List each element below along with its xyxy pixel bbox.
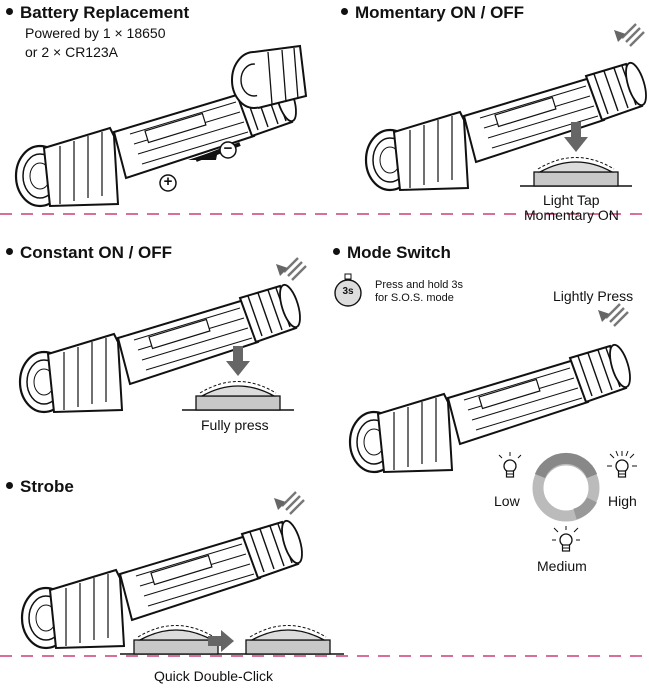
battery-heading: Battery Replacement xyxy=(6,3,189,23)
bulb-high-icon xyxy=(607,450,637,478)
stopwatch-icon xyxy=(334,273,362,307)
constant-heading: Constant ON / OFF xyxy=(6,243,172,263)
battery-line-1: Powered by 1 × 18650 xyxy=(25,25,166,41)
bullet-dot xyxy=(6,8,13,16)
mode-title: Mode Switch xyxy=(347,243,451,262)
battery-line-2: or 2 × CR123A xyxy=(25,44,118,60)
bullet-dot xyxy=(341,8,348,16)
mode-medium-label: Medium xyxy=(537,558,587,574)
bulb-low-icon xyxy=(498,452,522,478)
sos-note-2: for S.O.S. mode xyxy=(375,292,454,304)
bullet-dot xyxy=(6,482,13,490)
mode-heading: Mode Switch xyxy=(333,243,451,263)
right-arrow-icon xyxy=(208,630,234,652)
tail-cap-icon xyxy=(231,44,308,109)
bullet-dot xyxy=(333,248,340,256)
constant-caption: Fully press xyxy=(201,417,269,433)
switch-dome-icon-2 xyxy=(231,624,345,655)
bullet-dot xyxy=(6,248,13,256)
mode-low-label: Low xyxy=(494,493,520,509)
press-arrow-icon xyxy=(272,490,306,516)
plus-terminal-icon xyxy=(159,174,177,192)
lightly-press-label: Lightly Press xyxy=(553,288,634,304)
minus-sign: − xyxy=(223,140,233,157)
battery-title: Battery Replacement xyxy=(20,3,190,22)
strobe-caption: Quick Double-Click xyxy=(154,668,274,684)
timer-label: 3s xyxy=(342,286,354,297)
strobe-title: Strobe xyxy=(20,477,74,496)
momentary-caption-2: Momentary ON xyxy=(524,207,619,223)
mode-high-label: High xyxy=(608,493,637,509)
momentary-heading: Momentary ON / OFF xyxy=(341,3,524,23)
flashlight-icon xyxy=(20,517,308,650)
mode-cycle-icon xyxy=(532,452,600,522)
plus-sign: + xyxy=(163,173,173,190)
minus-terminal-icon xyxy=(219,141,237,159)
strobe-heading: Strobe xyxy=(6,477,74,497)
momentary-title: Momentary ON / OFF xyxy=(355,3,525,22)
momentary-caption-1: Light Tap xyxy=(543,192,600,208)
constant-title: Constant ON / OFF xyxy=(20,243,173,262)
bulb-medium-icon xyxy=(552,526,580,552)
sos-note-1: Press and hold 3s xyxy=(375,279,464,291)
